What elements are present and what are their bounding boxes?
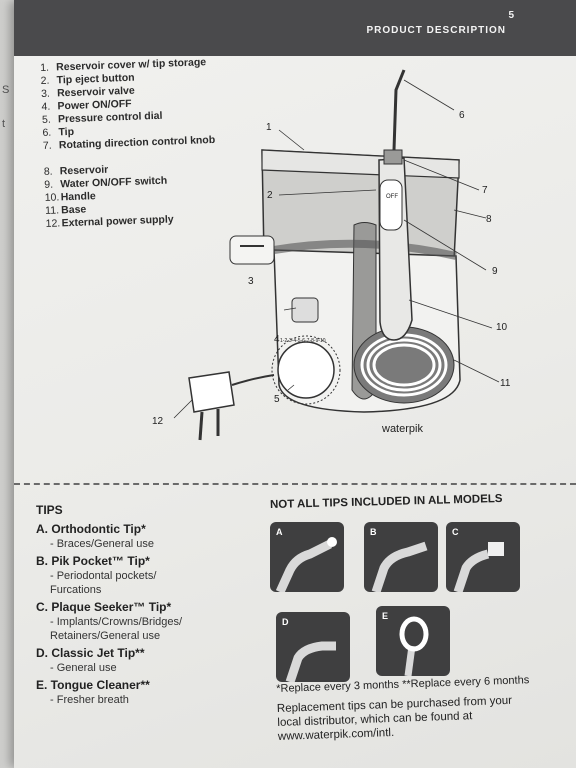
product-diagram: OFF 1-2-3-4-5-6-7-8-9-10 waterpik	[152, 69, 511, 441]
orthodontic-tip-icon	[275, 537, 337, 592]
water-switch-shape	[379, 179, 403, 231]
adjacent-page-fragment: t	[2, 118, 6, 130]
classic-jet-tip-icon	[285, 641, 336, 682]
callout-7: 7	[482, 185, 488, 196]
tips-list: A. Orthodontic Tip* - Braces/General use…	[36, 522, 256, 710]
callout-3: 3	[248, 276, 254, 287]
section-divider	[14, 483, 576, 485]
tip-entry: C. Plaque Seeker™ Tip* - Implants/Crowns…	[36, 600, 183, 642]
page-number: 5	[508, 10, 514, 21]
replacement-note: *Replace every 3 months **Replace every …	[276, 672, 568, 744]
dial-scale-label: 1-2-3-4-5-6-7-8-9-10	[280, 338, 326, 344]
tip-entry: D. Classic Jet Tip** - General use	[36, 646, 145, 674]
section-title: PRODUCT DESCRIPTION	[366, 25, 506, 36]
callout-11: 11	[500, 378, 511, 389]
tongue-cleaner-icon	[399, 616, 429, 676]
tip-tile-d: D	[276, 612, 350, 682]
callout-4: 4	[274, 334, 280, 345]
reservoir-valve-inset	[229, 235, 275, 265]
tip-tile-b: B	[364, 522, 438, 592]
pressure-dial-shape	[277, 341, 335, 399]
tips-heading: TIPS	[36, 503, 63, 517]
tip-entry: E. Tongue Cleaner** - Fresher breath	[36, 678, 150, 706]
callout-2: 2	[267, 190, 273, 201]
plaque-seeker-tip-icon	[453, 542, 504, 592]
callout-6: 6	[459, 110, 465, 121]
tip-tile-e: E	[376, 606, 450, 676]
switch-off-label: OFF	[386, 194, 398, 200]
callout-1: 1	[266, 122, 272, 133]
manual-page: 5 PRODUCT DESCRIPTION 1.Reservoir cover …	[14, 0, 576, 768]
pik-pocket-tip-icon	[371, 541, 428, 592]
callout-5: 5	[274, 394, 280, 405]
callout-9: 9	[492, 266, 498, 277]
brand-logo-text: waterpik	[381, 423, 423, 435]
tip-entry: B. Pik Pocket™ Tip* - Periodontal pocket…	[36, 554, 157, 596]
callout-10: 10	[496, 322, 508, 333]
callout-12: 12	[152, 416, 164, 427]
callout-8: 8	[486, 214, 492, 225]
power-button-shape	[291, 297, 319, 323]
tip-tile-a: A	[270, 522, 344, 592]
tip-entry: A. Orthodontic Tip* - Braces/General use	[36, 522, 154, 550]
tip-tile-c: C	[446, 522, 520, 592]
direction-knob-shape	[383, 149, 403, 165]
header-band: 5 PRODUCT DESCRIPTION	[14, 0, 576, 56]
power-supply-shape	[188, 371, 235, 413]
adjacent-page-fragment: S	[2, 84, 10, 96]
models-heading: NOT ALL TIPS INCLUDED IN ALL MODELS	[269, 492, 503, 512]
tip-shape	[392, 69, 406, 151]
